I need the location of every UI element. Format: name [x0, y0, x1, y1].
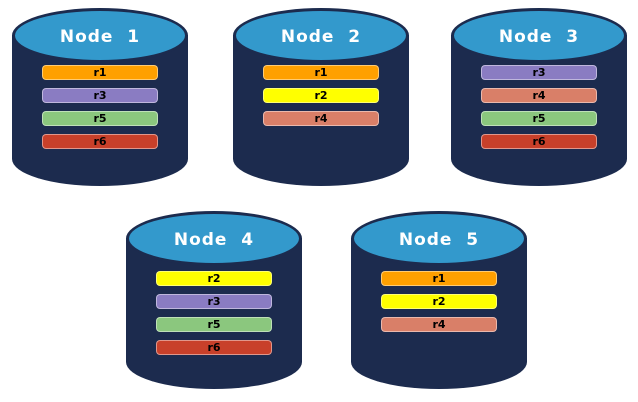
database-node-5: Node 5 r1 r2 r4: [351, 211, 527, 389]
replica-bar: r2: [381, 294, 497, 309]
replica-bar: r6: [42, 134, 158, 149]
replica-bar: r6: [156, 340, 272, 355]
cylinder-top-ellipse: Node 1: [12, 8, 188, 63]
node-label: Node 4: [173, 229, 255, 250]
node-label: Node 1: [59, 26, 141, 47]
replica-list: r1 r2 r4: [263, 65, 379, 126]
database-node-4: Node 4 r2 r3 r5 r6: [126, 211, 302, 389]
replica-list: r1 r2 r4: [381, 271, 497, 332]
replica-list: r2 r3 r5 r6: [156, 271, 272, 355]
cylinder-top-ellipse: Node 3: [451, 8, 627, 63]
replica-bar: r6: [481, 134, 597, 149]
cylinder-top-ellipse: Node 4: [126, 211, 302, 266]
replica-bar: r4: [263, 111, 379, 126]
replica-bar: r5: [481, 111, 597, 126]
node-label: Node 5: [398, 229, 480, 250]
replica-bar: r3: [42, 88, 158, 103]
node-label: Node 2: [280, 26, 362, 47]
node-label: Node 3: [498, 26, 580, 47]
replica-bar: r4: [481, 88, 597, 103]
replica-bar: r1: [42, 65, 158, 80]
replica-bar: r4: [381, 317, 497, 332]
replica-list: r1 r3 r5 r6: [42, 65, 158, 149]
cylinder-top-ellipse: Node 2: [233, 8, 409, 63]
replica-bar: r5: [42, 111, 158, 126]
database-node-3: Node 3 r3 r4 r5 r6: [451, 8, 627, 186]
replica-bar: r1: [381, 271, 497, 286]
replica-bar: r2: [156, 271, 272, 286]
database-node-1: Node 1 r1 r3 r5 r6: [12, 8, 188, 186]
cylinder-top-ellipse: Node 5: [351, 211, 527, 266]
database-node-2: Node 2 r1 r2 r4: [233, 8, 409, 186]
replica-bar: r3: [481, 65, 597, 80]
replica-bar: r3: [156, 294, 272, 309]
replica-bar: r2: [263, 88, 379, 103]
replica-bar: r1: [263, 65, 379, 80]
replica-list: r3 r4 r5 r6: [481, 65, 597, 149]
replica-bar: r5: [156, 317, 272, 332]
